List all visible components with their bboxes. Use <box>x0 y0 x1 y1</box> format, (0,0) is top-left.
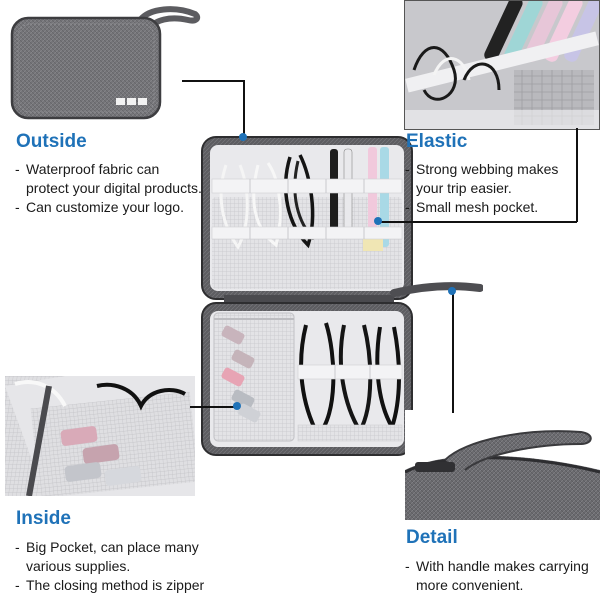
inside-pocket-photo <box>5 376 195 496</box>
outside-feature-list: Waterproof fabric can protect your digit… <box>15 160 205 217</box>
inside-feature-list: Big Pocket, can place many various suppl… <box>15 538 215 595</box>
detail-feature-list: With handle makes carrying more convenie… <box>405 557 593 595</box>
detail-feature-1: With handle makes carrying more convenie… <box>405 557 593 595</box>
elastic-feature-list: Strong webbing makes your trip easier. S… <box>405 160 583 217</box>
inside-callout-dot <box>233 402 241 410</box>
inside-callout-line <box>190 406 236 408</box>
elastic-feature-2: Small mesh pocket. <box>405 198 583 217</box>
closed-organizer-photo <box>0 0 205 122</box>
inside-feature-2: The closing method is zipper <box>15 576 215 595</box>
elastic-callout-line <box>378 221 577 223</box>
outside-callout-dot <box>239 133 247 141</box>
inside-feature-1: Big Pocket, can place many various suppl… <box>15 538 215 576</box>
detail-heading: Detail <box>406 527 458 548</box>
elastic-pens-photo <box>404 0 600 130</box>
outside-feature-2: Can customize your logo. <box>15 198 205 217</box>
outside-feature-1: Waterproof fabric can protect your digit… <box>15 160 205 198</box>
detail-callout-line <box>452 291 454 413</box>
elastic-callout-dot <box>374 217 382 225</box>
detail-callout-dot <box>448 287 456 295</box>
elastic-feature-1: Strong webbing makes your trip easier. <box>405 160 583 198</box>
handle-detail-photo <box>405 410 600 520</box>
outside-callout-line <box>182 80 244 82</box>
outside-heading: Outside <box>16 131 87 152</box>
outside-callout-vertical <box>243 80 245 136</box>
elastic-heading: Elastic <box>406 131 468 152</box>
open-organizer-photo <box>198 135 483 460</box>
inside-heading: Inside <box>16 508 71 529</box>
